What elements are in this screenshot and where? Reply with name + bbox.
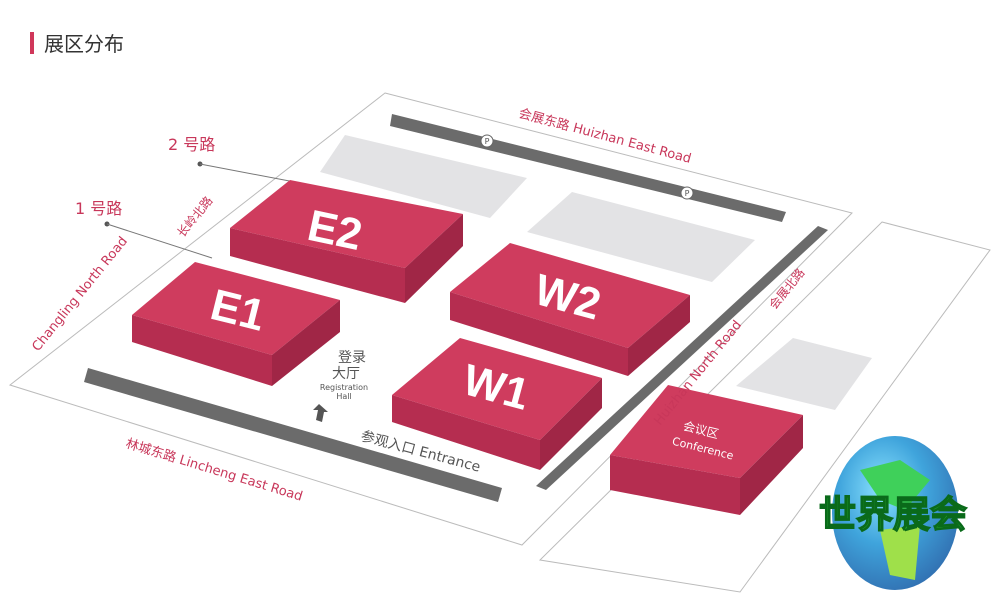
road2-label: 2 号路 [168,135,215,154]
hall-w2[interactable]: W2 [450,243,690,376]
road1-pointer [104,221,213,259]
hall-w1[interactable]: W1 [392,338,602,470]
parking-lot [320,135,527,218]
conference-area[interactable]: 会议区 Conference [610,385,803,515]
parking-lot [736,338,872,410]
registration-cn1: 登录 [338,350,366,366]
parking-icon: P [480,134,494,148]
page-title: 展区分布 [30,28,124,57]
road2-pointer [197,161,301,184]
logo-text: 世界展会 [819,493,967,536]
hall-e1[interactable]: E1 [132,262,340,386]
road1-label: 1 号路 [75,199,122,218]
world-expo-logo: 世界展会 [818,436,968,590]
main-site-outline [8,92,853,546]
parking-lot [527,192,755,282]
road-right [536,226,828,490]
entrance-arrow-icon [313,404,328,422]
registration-cn2: 大厅 [332,366,360,382]
svg-text:P: P [485,137,490,146]
parking-icon: P [680,186,694,200]
road-bottom [84,368,502,502]
hall-e2-label: E2 [303,201,366,260]
registration-en2: Hall [336,392,351,401]
title-accent-bar [30,31,34,54]
svg-text:P: P [685,189,690,198]
hall-e2[interactable]: E2 [230,180,463,303]
title-text: 展区分布 [44,32,124,56]
registration-en1: Registration [320,383,368,392]
registration-hall[interactable]: 登录 大厅 Registration Hall [320,350,368,401]
